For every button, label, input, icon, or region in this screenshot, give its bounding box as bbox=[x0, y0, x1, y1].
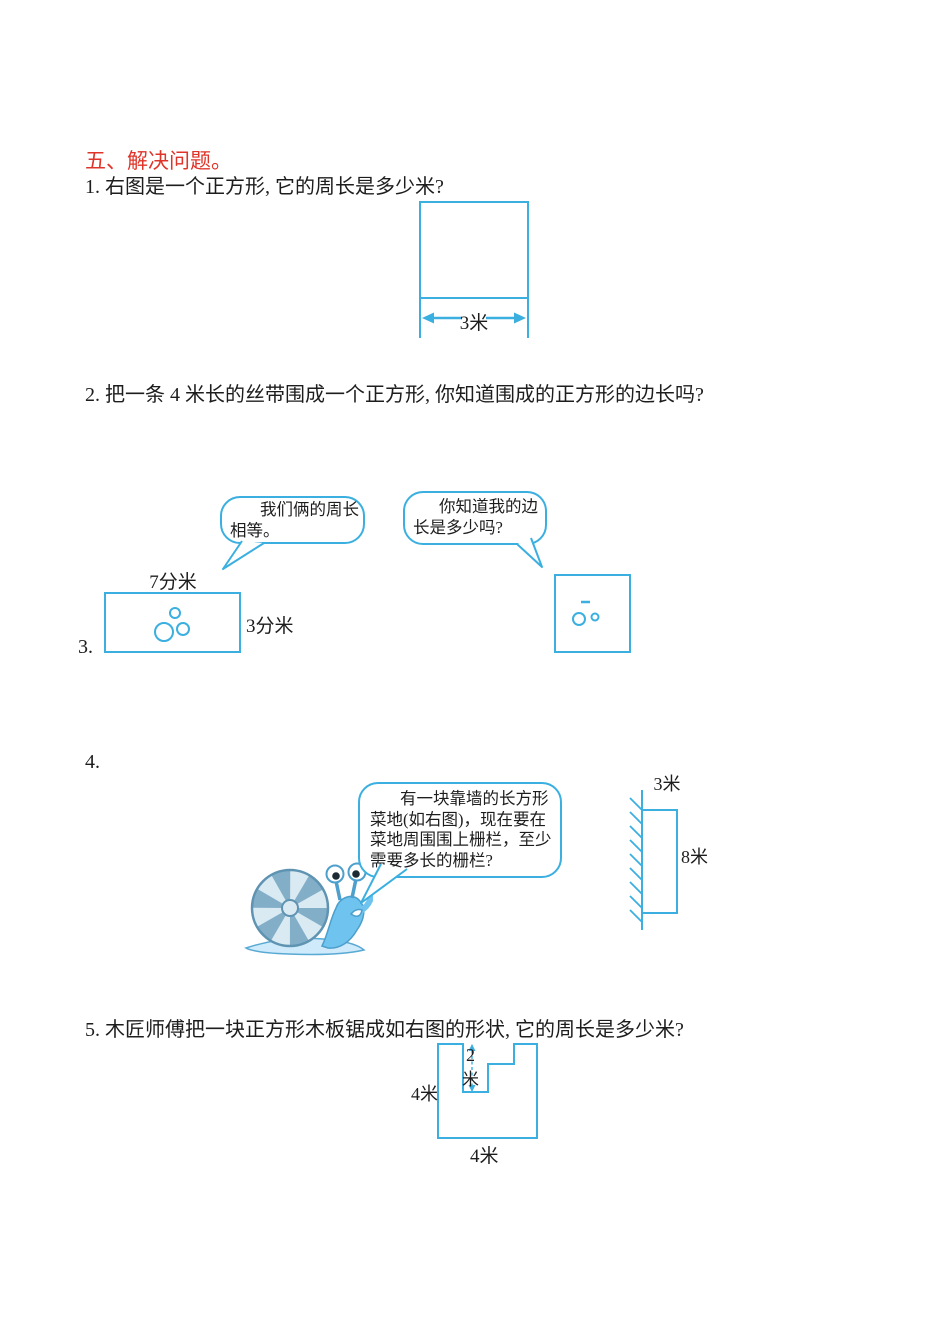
rect-right-dimension-label: 3分米 bbox=[246, 616, 294, 637]
board-bottom-label: 4米 bbox=[470, 1146, 499, 1167]
problem-3-number: 3. bbox=[78, 636, 93, 658]
problem-1-text: 1. 右图是一个正方形, 它的周长是多少米? bbox=[85, 176, 444, 198]
square-shape-small bbox=[554, 574, 631, 653]
notched-board-shape bbox=[437, 1043, 538, 1139]
snail-speech-bubble: 有一块靠墙的长方形 菜地(如右图)，现在要在 菜地周围围上栅栏，至少 需要多长的… bbox=[358, 782, 562, 878]
square-shape bbox=[419, 201, 529, 299]
speech-bubble-left-line1: 我们俩的周长 bbox=[260, 500, 359, 519]
speech-bubble-right-line1: 你知道我的边 bbox=[439, 497, 538, 516]
snail-bubble-line3: 菜地周围围上栅栏，至少 bbox=[370, 830, 552, 849]
arrow-right-icon bbox=[514, 312, 526, 324]
garden-side-label: 8米 bbox=[681, 847, 708, 867]
notch-digit-label: 2 bbox=[466, 1045, 475, 1065]
rect-top-dimension-label: 7分米 bbox=[149, 572, 197, 593]
square-side-label: 3米 bbox=[459, 313, 489, 334]
snail-bubble-line4: 需要多长的栅栏? bbox=[370, 850, 493, 870]
snail-bubble-tail bbox=[360, 863, 408, 904]
notched-board-figure bbox=[437, 1043, 538, 1139]
arrow-up-icon bbox=[468, 1044, 476, 1051]
problem-4-number: 4. bbox=[85, 751, 100, 773]
speech-bubble-right: 你知道我的边 长是多少吗? bbox=[403, 491, 547, 545]
garden-top-label: 3米 bbox=[653, 774, 681, 794]
speech-bubble-left-line2: 相等。 bbox=[230, 520, 280, 540]
snail-bubble-line2: 菜地(如右图)，现在要在 bbox=[370, 809, 546, 829]
section-heading: 五、解决问题。 bbox=[85, 149, 232, 173]
garden-rectangle bbox=[641, 809, 678, 914]
board-left-label: 4米 bbox=[411, 1084, 438, 1104]
garden-wall-figure bbox=[629, 790, 678, 930]
problem-5-text: 5. 木匠师傅把一块正方形木板锯成如右图的形状, 它的周长是多少米? bbox=[85, 1019, 684, 1041]
decorative-circles bbox=[154, 607, 190, 642]
snail-bubble-line1: 有一块靠墙的长方形 bbox=[400, 789, 549, 808]
problem-2-text: 2. 把一条 4 米长的丝带围成一个正方形, 你知道围成的正方形的边长吗? bbox=[85, 384, 704, 406]
speech-bubble-right-line2: 长是多少吗? bbox=[413, 517, 503, 537]
arrow-down-icon bbox=[468, 1085, 476, 1092]
bubble-tail-right bbox=[516, 537, 543, 568]
snail-illustration bbox=[244, 862, 373, 956]
decorative-marks bbox=[572, 600, 600, 626]
bubble-tail-left bbox=[222, 540, 265, 570]
arrow-left-icon bbox=[422, 312, 434, 324]
wall-hatching bbox=[629, 797, 643, 923]
problem-3-figure bbox=[104, 537, 631, 653]
notch-unit-label: 米 bbox=[462, 1070, 479, 1089]
rectangle-shape bbox=[104, 592, 241, 653]
square-figure bbox=[419, 201, 529, 338]
speech-bubble-left: 我们俩的周长 相等。 bbox=[220, 496, 365, 544]
